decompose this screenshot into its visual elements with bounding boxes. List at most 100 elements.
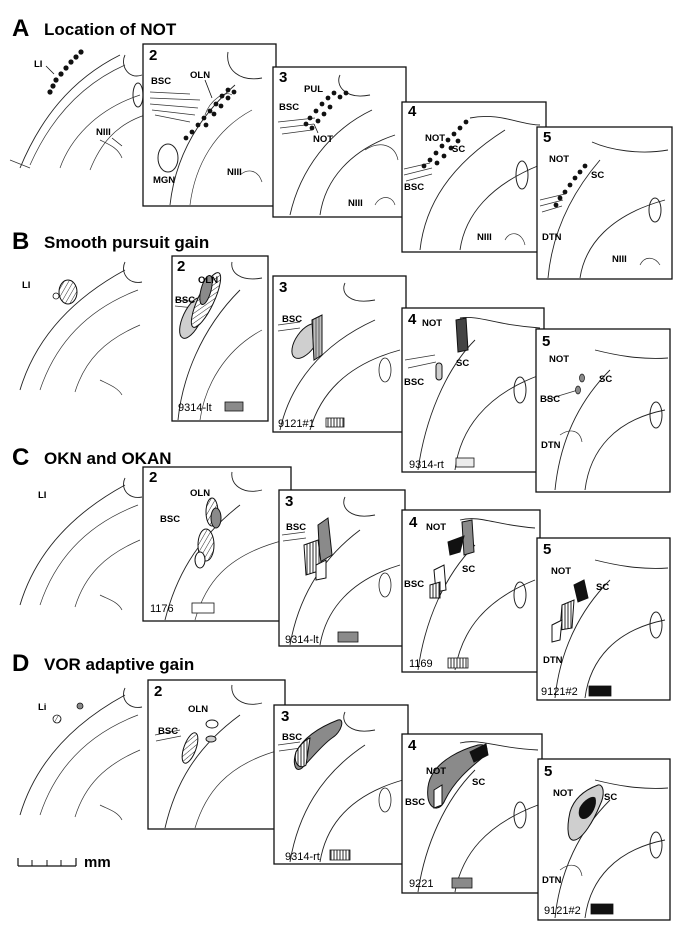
section-number: 3 [285,493,293,510]
label-sc: SC [604,792,617,803]
section-number: 5 [542,333,550,350]
panel-title-c: OKN and OKAN [44,449,172,468]
section-number: 2 [149,47,157,64]
scale-bar-unit: mm [84,854,111,871]
legend-swatch-black [590,903,614,915]
label-dtn: DTN [542,875,562,886]
label-bsc: BSC [404,377,424,388]
panel-letter-a: A [12,15,29,42]
section-number: 4 [408,737,417,754]
label-dtn: DTN [542,232,562,243]
label-niii: NIII [96,127,111,138]
label-not: NOT [313,134,333,145]
section-number: 5 [543,129,551,146]
section-number: 3 [279,279,287,296]
label-bsc: BSC [540,394,560,405]
case-label: 9221 [409,878,433,890]
label-bsc: BSC [286,522,306,533]
legend-swatch-striped [447,657,469,669]
section-d2: 2 OLN BSC [147,679,286,830]
label-bsc: BSC [151,76,171,87]
section-number: 5 [544,763,552,780]
section-a1: LI NIII [9,49,146,171]
row-d: D VOR adaptive gain Li 2 OLN BSC [12,650,671,921]
section-b2: 2 OLN BSC 9314-lt [171,255,269,422]
label-li: LI [34,59,42,70]
case-label: 9314-rt [409,459,444,471]
label-oln: OLN [190,70,210,81]
label-bsc: BSC [175,295,195,306]
label-pul: PUL [304,84,323,95]
label-bsc: BSC [282,732,302,743]
row-a: A Location of NOT LI NIII 2 [9,15,673,280]
legend-swatch-striped [325,417,345,428]
label-not: NOT [425,133,445,144]
label-dtn: DTN [543,655,563,666]
legend-swatch-light [455,457,475,468]
label-bsc: BSC [158,726,178,737]
panel-letter-c: C [12,444,29,471]
section-c2: 2 OLN BSC 1176 [142,466,292,622]
label-not: NOT [551,566,571,577]
section-number: 4 [409,514,418,531]
section-number: 3 [281,708,289,725]
case-label: 9314-rt [285,851,320,863]
label-bsc: BSC [282,314,302,325]
section-number: 3 [279,69,287,86]
label-oln: OLN [190,488,210,499]
section-number: 2 [154,683,162,700]
label-oln: OLN [198,275,218,286]
case-label: 1169 [409,658,433,670]
label-niii: NIII [348,198,363,209]
section-c1: LI [19,477,143,611]
label-dtn: DTN [541,440,561,451]
section-d5: 5 NOT SC DTN 9121#2 [537,758,671,921]
section-d1: Li [19,687,143,821]
section-c3: 3 BSC 9314-lt [278,489,406,647]
label-bsc: BSC [160,514,180,525]
legend-swatch-black [588,685,612,697]
section-b3: 3 BSC 9121#1 [272,275,407,433]
row-b: B Smooth pursuit gain LI 2 OLN BSC 9314-… [12,228,671,493]
label-not: NOT [549,154,569,165]
section-number: 5 [543,541,551,558]
section-number: 2 [177,258,185,275]
section-a3: 3 PUL BSC NOT NIII [272,66,407,218]
legend-swatch-gray [337,631,359,643]
section-d4: 4 NOT SC BSC 9221 [401,733,543,894]
section-d3: 3 BSC 9314-rt [273,704,409,865]
section-b1: LI [19,261,143,396]
section-number: 4 [408,103,417,120]
label-niii: NIII [477,232,492,243]
section-b5: 5 NOT SC BSC DTN [535,328,671,493]
legend-swatch-gray [224,401,244,412]
section-a5: 5 NOT SC DTN NIII [536,126,673,280]
row-c: C OKN and OKAN LI 2 OLN BSC 1176 [12,444,671,701]
label-sc: SC [596,582,609,593]
not-dots-a1 [47,49,84,95]
legend-swatch-gray [451,877,473,889]
label-sc: SC [456,358,469,369]
section-c4: 4 NOT SC BSC 1169 [401,509,541,673]
label-sc: SC [591,170,604,181]
label-mgn: MGN [153,175,175,186]
label-not: NOT [549,354,569,365]
label-sc: SC [472,777,485,788]
label-sc: SC [452,144,465,155]
case-label: 9314-lt [285,634,319,646]
panel-title-d: VOR adaptive gain [44,655,194,674]
label-not: NOT [426,522,446,533]
case-label: 1176 [150,603,174,615]
label-bsc: BSC [404,182,424,193]
case-label: 9121#1 [278,418,315,430]
label-not: NOT [422,318,442,329]
case-label: 9121#2 [544,905,581,917]
section-a4: 4 NOT SC BSC NIII [401,101,547,253]
panel-letter-b: B [12,228,29,255]
section-a2: 2 BSC OLN MGN NIII [142,43,277,207]
label-bsc: BSC [404,579,424,590]
label-niii: NIII [612,254,627,265]
case-label: 9121#2 [541,686,578,698]
label-li: Li [38,702,46,713]
